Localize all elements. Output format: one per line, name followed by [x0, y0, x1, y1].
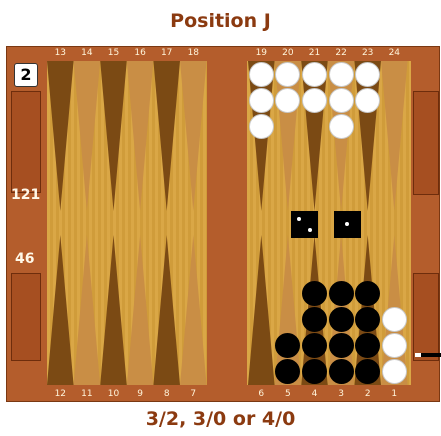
point-number: 5: [285, 389, 291, 399]
point-number: 10: [107, 389, 120, 399]
white-checker[interactable]: [355, 88, 381, 113]
black-checker[interactable]: [355, 333, 381, 358]
point-number: 14: [81, 48, 93, 58]
point-number: 2: [364, 389, 371, 399]
white-checker[interactable]: [275, 62, 301, 87]
pip-count-bottom: 46: [15, 251, 35, 267]
black-checker[interactable]: [302, 307, 327, 332]
point-number: 11: [81, 389, 93, 399]
right-top-tray: [413, 91, 439, 195]
point-number: 17: [160, 48, 173, 58]
left-top-tray: [11, 91, 41, 193]
point-number: 7: [190, 389, 197, 399]
point-number: 6: [258, 389, 265, 399]
die-pip: [345, 222, 349, 226]
black-checker[interactable]: [302, 359, 327, 384]
black-checker[interactable]: [328, 359, 354, 384]
point-24[interactable]: [381, 61, 408, 211]
position-title: Position J: [170, 10, 271, 32]
black-checker[interactable]: [355, 281, 381, 306]
point-number: 4: [311, 389, 318, 399]
point-13[interactable]: [47, 61, 74, 211]
black-checker[interactable]: [302, 333, 327, 358]
white-checker[interactable]: [328, 62, 354, 87]
point-number: 24: [388, 48, 401, 58]
die-left[interactable]: [291, 211, 318, 238]
white-checker[interactable]: [248, 88, 274, 113]
white-checker[interactable]: [355, 62, 381, 87]
point-9[interactable]: [126, 235, 154, 385]
die-pip: [297, 217, 301, 221]
point-number: 19: [255, 48, 268, 58]
white-checker[interactable]: [248, 114, 274, 139]
white-checker[interactable]: [248, 62, 274, 87]
point-number: 21: [308, 48, 321, 58]
point-6[interactable]: [248, 235, 275, 385]
point-number: 13: [54, 48, 67, 58]
point-number: 16: [134, 48, 146, 58]
point-number: 20: [282, 48, 294, 58]
point-8[interactable]: [153, 235, 180, 385]
candidate-moves: 3/2, 3/0 or 4/0: [145, 408, 296, 430]
point-14[interactable]: [73, 61, 101, 211]
point-15[interactable]: [100, 61, 127, 211]
left-bottom-tray: [11, 273, 41, 361]
point-number: 22: [335, 48, 347, 58]
point-number: 18: [187, 48, 200, 58]
point-number: 15: [107, 48, 120, 58]
doubling-cube[interactable]: 2: [14, 63, 38, 87]
white-checker[interactable]: [328, 114, 354, 139]
point-11[interactable]: [73, 235, 101, 385]
white-checker[interactable]: [275, 88, 301, 113]
home-board: [247, 61, 411, 385]
die-pip: [308, 228, 312, 232]
die-right[interactable]: [334, 211, 361, 238]
black-checker[interactable]: [355, 307, 381, 332]
point-number: 23: [361, 48, 374, 58]
black-checker[interactable]: [275, 359, 301, 384]
white-checker[interactable]: [328, 88, 354, 113]
point-10[interactable]: [100, 235, 127, 385]
black-checker[interactable]: [328, 281, 354, 306]
point-17[interactable]: [153, 61, 180, 211]
point-number: 9: [137, 389, 143, 399]
black-checker[interactable]: [328, 333, 354, 358]
point-12[interactable]: [47, 235, 74, 385]
black-checker[interactable]: [355, 359, 381, 384]
point-7[interactable]: [180, 235, 207, 385]
black-checker[interactable]: [302, 281, 327, 306]
outer-board: [47, 61, 207, 385]
point-number: 8: [163, 389, 170, 399]
black-checker[interactable]: [328, 307, 354, 332]
point-number: 3: [338, 389, 344, 399]
black-checker[interactable]: [275, 333, 301, 358]
white-checker[interactable]: [381, 307, 407, 332]
point-number: 1: [391, 389, 398, 399]
point-16[interactable]: [126, 61, 154, 211]
pip-count-top: 121: [11, 187, 41, 203]
right-bottom-tray: [413, 273, 439, 361]
point-number: 12: [54, 389, 67, 399]
white-checker[interactable]: [381, 359, 407, 384]
white-checker[interactable]: [302, 62, 327, 87]
white-checker[interactable]: [381, 333, 407, 358]
point-18[interactable]: [180, 61, 207, 211]
turn-marker: [415, 353, 441, 357]
white-checker[interactable]: [302, 88, 327, 113]
